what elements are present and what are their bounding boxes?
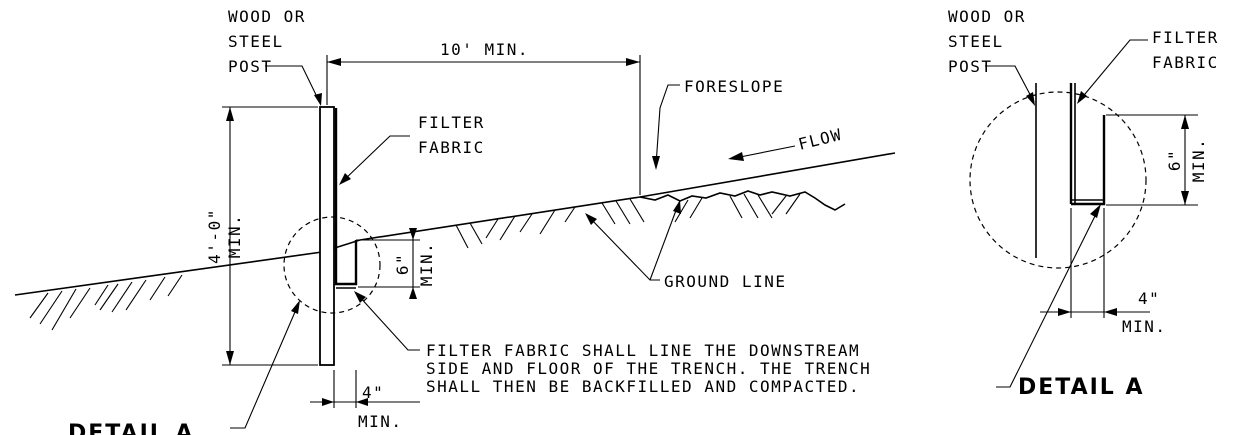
detail-a-view: WOOD OR STEEL POST FILTER FABRIC 6" MIN.… (948, 7, 1219, 400)
trench-depth-label: 6" (393, 253, 412, 275)
detail-title: DETAIL A (1018, 375, 1145, 400)
main-section-view: 10' MIN. 4'-0" MIN. 6" MIN. 4" MIN. WOOD… (14, 7, 1101, 435)
note-detail-leader (996, 209, 1099, 388)
filter-fabric (334, 108, 358, 286)
detail-fabric-label: FABRIC (1152, 53, 1219, 72)
leader-arrow (585, 213, 597, 225)
post (319, 106, 335, 366)
leader-arrow (1090, 204, 1101, 218)
detail-circle (283, 216, 381, 314)
soil-hatching-left (29, 274, 183, 331)
detail-callout-leader (230, 304, 299, 429)
ground-line-label: GROUND LINE (664, 272, 786, 291)
detail-post-label: STEEL (948, 32, 1004, 51)
detail-fabric-trench (1071, 115, 1106, 206)
dim-arrow (1181, 115, 1189, 129)
detail-callout: DETAIL A (68, 421, 195, 435)
fabric-label: FILTER (418, 113, 485, 132)
dim-arrow (226, 107, 234, 121)
leader-arrow (1026, 92, 1035, 106)
leader-arrow (339, 173, 351, 185)
dim-arrow (409, 287, 417, 299)
foreslope-leader (655, 84, 680, 166)
foreslope-label: FORESLOPE (684, 77, 784, 96)
fabric-note: FILTER FABRIC SHALL LINE THE DOWNSTREAM (426, 341, 860, 360)
leader-arrow (652, 156, 660, 170)
detail-fabric-leader (1079, 39, 1148, 101)
flow-arrowhead (728, 152, 744, 161)
fabric-note: SIDE AND FLOOR OF THE TRENCH. THE TRENCH (426, 359, 871, 378)
detail-fabric-label: FILTER (1152, 28, 1219, 47)
detail-a-circle (969, 91, 1147, 269)
post-leader (265, 65, 321, 104)
dim-arrow (226, 351, 234, 365)
dim-arrow (409, 228, 417, 240)
fabric-note: SHALL THEN BE BACKFILLED AND COMPACTED. (426, 377, 860, 396)
detail-depth-label: 6" (1165, 149, 1184, 171)
spacing-label: 10' MIN. (440, 40, 529, 59)
trench-width-label: MIN. (358, 412, 403, 431)
dim-arrow (1104, 308, 1117, 316)
dim-arrow (1058, 308, 1071, 316)
fabric-label: FABRIC (418, 138, 485, 157)
flow-arrow (734, 145, 796, 159)
fabric-leader (341, 135, 410, 183)
detail-post-label: POST (948, 57, 993, 76)
post-label: WOOD OR (228, 7, 306, 26)
dim-arrow (356, 398, 368, 406)
dim-arrow (1181, 191, 1189, 205)
detail-depth-label: MIN. (1189, 138, 1208, 183)
soil-hatching-right (455, 193, 801, 249)
leader-arrow (1077, 91, 1087, 104)
leader-arrow (314, 93, 322, 106)
leader-arrow (291, 300, 300, 314)
height-label: 4'-0" (205, 208, 224, 264)
post-label: STEEL (228, 32, 284, 51)
trench-width-label: 4" (362, 383, 384, 402)
dim-arrow (626, 58, 640, 66)
leader-arrow (354, 291, 366, 303)
ground-line-leader (649, 204, 679, 281)
trench-depth-label: MIN. (417, 242, 436, 287)
flow-label: FLOW (796, 125, 844, 154)
detail-width-label: 4" (1138, 289, 1160, 308)
height-label: MIN. (225, 214, 244, 259)
note-leader (357, 294, 420, 351)
ground-line-leader (589, 217, 660, 281)
post-label: POST (228, 57, 273, 76)
dim-arrow (327, 58, 341, 66)
leader-arrow (673, 200, 681, 214)
natural-ground-line (639, 190, 846, 211)
dim-arrow (322, 398, 334, 406)
detail-post-leader (985, 65, 1035, 103)
detail-width-label: MIN. (1122, 317, 1167, 336)
detail-post-label: WOOD OR (948, 7, 1026, 26)
